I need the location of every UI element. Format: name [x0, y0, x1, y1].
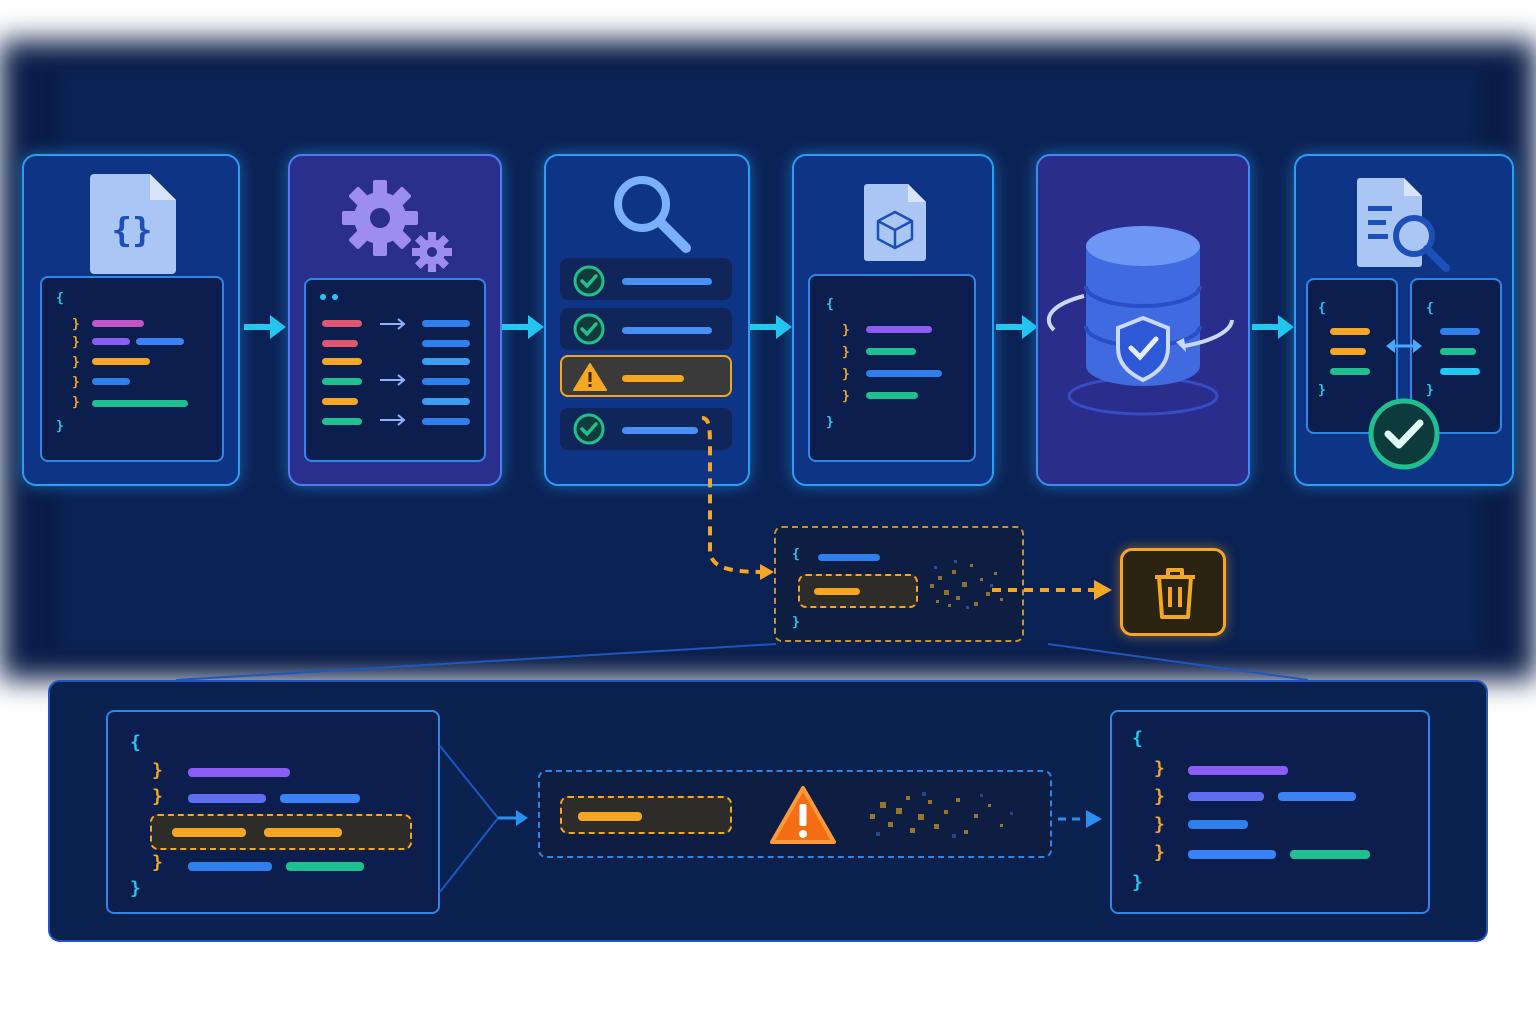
source-code-panel: { } } } } } }	[40, 276, 224, 462]
dissolve-particles	[870, 792, 1013, 838]
flow-arrow-5	[1252, 315, 1294, 339]
cube-file-icon	[864, 184, 926, 261]
flow-arrow-1	[244, 315, 286, 339]
document-search-icon	[1357, 178, 1450, 272]
zoom-connector	[175, 643, 1309, 681]
output-arrow	[1058, 810, 1102, 828]
reject-path	[701, 416, 774, 580]
svg-text:{}: {}	[112, 211, 153, 251]
warning-icon	[573, 363, 607, 391]
magnify-wedge	[439, 745, 528, 893]
secure-database-icon	[1046, 226, 1234, 416]
success-check-icon	[1368, 398, 1440, 470]
check-circle-icon	[573, 413, 605, 445]
gear-icon	[342, 180, 452, 272]
trash-icon	[1155, 568, 1195, 619]
rejected-fragment-box: { }	[774, 526, 1024, 642]
compare-arrows-icon	[1386, 339, 1422, 353]
discard-bin	[1120, 548, 1226, 636]
dissolve-particles	[930, 560, 1003, 609]
flow-arrow-3	[750, 315, 792, 339]
flow-arrow-4	[996, 315, 1038, 339]
transform-panel	[304, 278, 486, 462]
discard-arrow	[992, 580, 1112, 600]
warning-icon	[770, 786, 836, 844]
check-circle-icon	[573, 313, 605, 345]
package-code-panel: { } } } } }	[808, 274, 976, 462]
detail-input-code: { } } } }	[106, 710, 440, 914]
flow-arrow-2	[502, 315, 544, 339]
detail-output-code: { } } } } }	[1110, 710, 1430, 914]
json-file-icon: {}	[90, 174, 176, 274]
detail-issue-box	[538, 770, 1052, 858]
magnifier-icon	[614, 176, 691, 253]
check-circle-icon	[573, 265, 605, 297]
